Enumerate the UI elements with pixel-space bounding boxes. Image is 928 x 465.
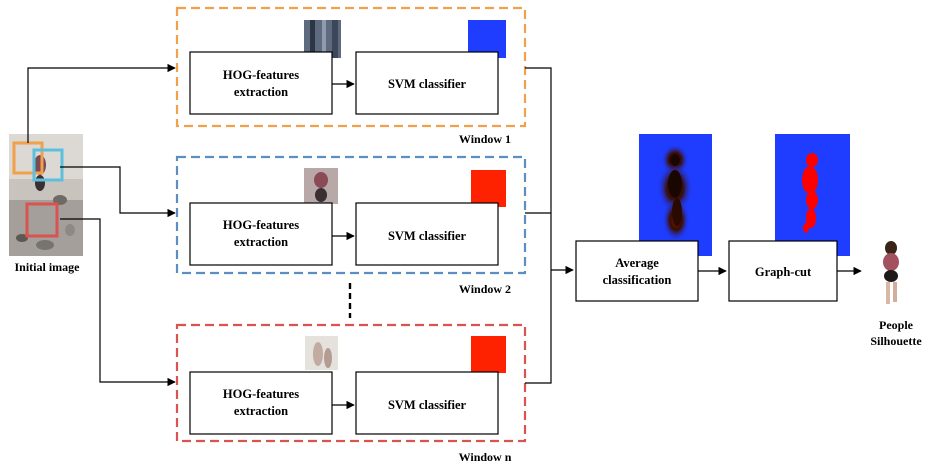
window-2-group: HOG-features extraction SVM classifier W… [175,155,527,296]
output-label-1: People [879,318,914,332]
initial-image [9,134,83,256]
window-1-svm-label: SVM classifier [388,77,467,91]
average-label-1: Average [615,256,659,270]
window-n-svm-box [355,371,499,435]
window-n-hog-label-1: HOG-features [223,387,299,401]
graphcut-label: Graph-cut [755,265,812,279]
window-2-svm-label: SVM classifier [388,229,467,243]
window-n-title: Window n [459,450,512,464]
window-1-hog-label-2: extraction [234,85,288,99]
window-2-class-patch [471,170,506,207]
window-n-group: HOG-features extraction SVM classifier W… [175,323,527,464]
window-2-frame-on-image [32,148,64,182]
output-label-2: Silhouette [870,334,922,348]
graphcut-mask [775,134,850,256]
window-2-title: Window 2 [459,282,511,296]
window-1-title: Window 1 [459,132,511,146]
window-2-hog-box [189,202,333,266]
average-heatmap [639,134,712,256]
window-2-svm-box [355,202,499,266]
window-n-svm-label: SVM classifier [388,398,467,412]
window-1-hog-label-1: HOG-features [223,68,299,82]
average-classification-box [575,240,699,302]
window-n-frame-on-image [25,202,59,238]
merge-connectors [525,67,574,384]
window-1-svm-box [355,51,499,115]
average-label-2: classification [603,273,672,287]
window-2-hog-label-2: extraction [234,235,288,249]
input-connectors [27,63,176,387]
graphcut-box [728,240,838,302]
window-1-frame [175,6,527,128]
window-n-hog-box [189,371,333,435]
window-n-class-patch [471,336,506,373]
window-1-group: HOG-features extraction SVM classifier W… [175,6,527,146]
window-1-hog-box [189,51,333,115]
people-silhouette-image [883,241,899,304]
window-2-hog-label-1: HOG-features [223,218,299,232]
window-2-frame [175,155,527,275]
window-n-hog-label-2: extraction [234,404,288,418]
initial-image-label: Initial image [15,260,81,274]
